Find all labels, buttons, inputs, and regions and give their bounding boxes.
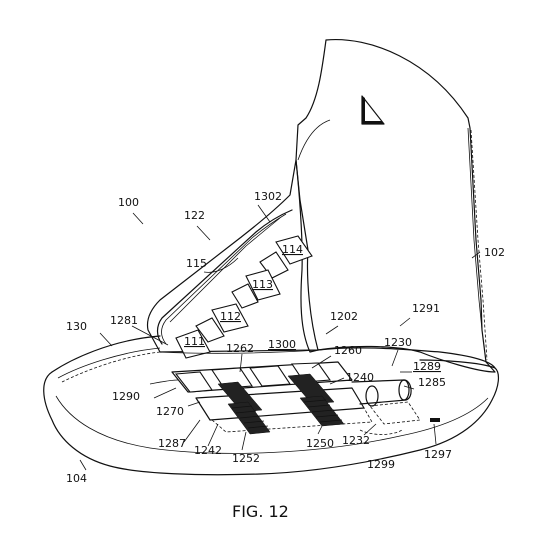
front-upper — [146, 159, 319, 353]
motor-housing — [369, 401, 421, 425]
coil-1252 — [227, 401, 271, 435]
battery-1299 — [359, 429, 403, 435]
strap-panel-112-b — [195, 317, 225, 343]
mechanism-plate — [171, 361, 353, 393]
label-104: 104 — [66, 472, 87, 485]
label-130: 130 — [66, 320, 87, 333]
label-102: 102 — [484, 246, 505, 259]
strap-panel-113-b — [231, 283, 259, 309]
plate-slat-1 — [174, 371, 213, 393]
label-114: 114 — [282, 243, 303, 256]
figure-caption: FIG. 12 — [232, 502, 289, 521]
upper-window — [361, 95, 385, 125]
cable-1290 — [149, 379, 179, 385]
label-112: 112 — [220, 310, 241, 323]
label-1232: 1232 — [342, 434, 370, 447]
sole-top-rim — [51, 335, 496, 373]
collar-inner-line — [297, 119, 331, 161]
label-1289: 1289 — [413, 360, 441, 373]
sensor-1297 — [430, 418, 440, 422]
sole-inner-rim — [57, 347, 161, 379]
label-1260: 1260 — [334, 344, 362, 357]
label-1281: 1281 — [110, 314, 138, 327]
mechanism-base — [195, 387, 365, 421]
mechanism-base-dash — [211, 407, 373, 433]
label-1250: 1250 — [306, 437, 334, 450]
label-1287: 1287 — [158, 437, 186, 450]
shoe-upper-outline — [295, 38, 496, 373]
label-1242: 1242 — [194, 444, 222, 457]
label-113: 113 — [252, 278, 273, 291]
label-1302: 1302 — [254, 190, 282, 203]
sole-outer — [43, 359, 499, 476]
label-115: 115 — [186, 257, 207, 270]
label-1262: 1262 — [226, 342, 254, 355]
heel-stitch-outer — [467, 127, 483, 331]
sole-side-line — [55, 395, 489, 454]
plate-slat-3 — [249, 365, 291, 387]
label-1230: 1230 — [384, 336, 412, 349]
plate-slat-2 — [211, 367, 253, 389]
label-100: 100 — [118, 196, 139, 209]
coil-1262 — [217, 381, 263, 413]
label-111: 111 — [184, 335, 205, 348]
label-1202: 1202 — [330, 310, 358, 323]
label-1252: 1252 — [232, 452, 260, 465]
strap-panel-114 — [275, 235, 313, 265]
sole-inner-stitch — [61, 351, 161, 383]
leader-lines — [79, 204, 481, 471]
strap-panel-113 — [245, 269, 281, 301]
strap-panel-111 — [175, 329, 211, 359]
label-1300: 1300 — [268, 338, 296, 351]
label-1291: 1291 — [412, 302, 440, 315]
strap-band-mid — [161, 213, 287, 345]
label-1297: 1297 — [424, 448, 452, 461]
coil-1250 — [299, 395, 345, 427]
upper-window-shade — [362, 96, 384, 124]
label-1299: 1299 — [367, 458, 395, 471]
label-122: 122 — [184, 209, 205, 222]
strap-band-inner — [169, 217, 281, 323]
label-1290: 1290 — [112, 390, 140, 403]
label-1270: 1270 — [156, 405, 184, 418]
drive-cylinder-end — [398, 379, 410, 401]
strap-panel-112 — [211, 303, 249, 333]
label-1285: 1285 — [418, 376, 446, 389]
footbed-edge — [159, 349, 319, 354]
label-1240: 1240 — [346, 371, 374, 384]
heel-stitch-inner — [470, 129, 488, 361]
